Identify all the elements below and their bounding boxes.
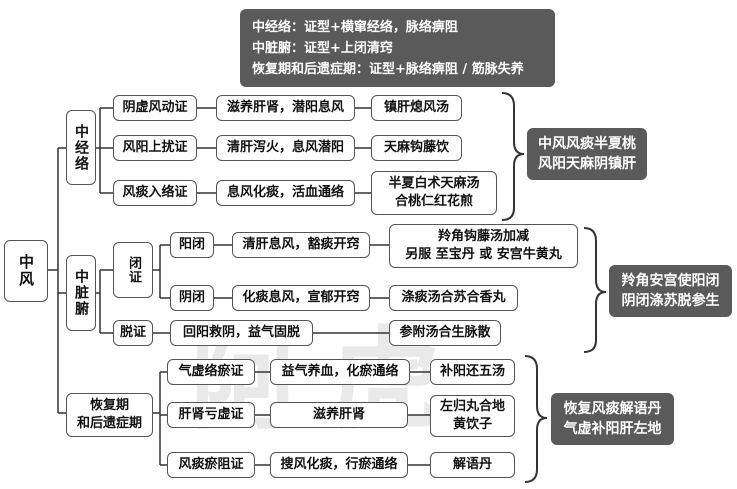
treatment-box: 搜风化痰，行瘀通络 — [270, 452, 408, 478]
syndrome-box: 风痰瘀阻证 — [167, 452, 255, 478]
note-line: 中脏腑：证型+上闭清窍 — [252, 40, 393, 56]
treatment-box: 回阳救阴，益气固脱 — [170, 320, 313, 346]
treatment-box: 化痰息风，宣郁开窍 — [232, 285, 370, 311]
treatment-box: 清肝泻火，息风潜阳 — [216, 135, 355, 161]
branch-zangfu: 中脏腑 — [66, 255, 96, 331]
syndrome-box: 气虚络瘀证 — [167, 359, 255, 385]
mnemonic-box: 恢复风痰解语丹 气虚补阳肝左地 — [551, 393, 674, 445]
root-node: 中风 — [4, 240, 48, 302]
formula-box: 镇肝熄风汤 — [371, 95, 462, 121]
treatment-box: 益气养血，化瘀通络 — [270, 359, 410, 385]
treatment-box: 息风化痰，活血通络 — [216, 180, 355, 206]
syndrome-box: 风痰入络证 — [113, 180, 197, 206]
branch-recovery: 恢复期 和后遗症期 — [66, 393, 153, 437]
collapse-syndrome-node: 脱证 — [113, 320, 153, 346]
formula-box: 参附汤合生脉散 — [389, 320, 501, 346]
mnemonic-box: 中风风痰半夏桃 风阳天麻阴镇肝 — [527, 128, 647, 180]
syndrome-box: 阳闭 — [170, 232, 214, 258]
formula-box: 天麻钩藤饮 — [371, 135, 462, 161]
group-bracket — [583, 227, 607, 353]
syndrome-box: 阴虚风动证 — [113, 95, 197, 121]
group-bracket — [501, 92, 525, 221]
treatment-box: 清肝息风，豁痰开窍 — [232, 232, 370, 258]
treatment-box: 滋养肝肾 — [270, 402, 408, 428]
syndrome-box: 风阳上扰证 — [113, 135, 197, 161]
syndrome-box: 肝肾亏虚证 — [167, 402, 255, 428]
mnemonic-box: 羚角安宫使阳闭 阴闭涤苏脱参生 — [609, 265, 732, 317]
note-line: 中经络：证型+横窜经络，脉络痹阻 — [252, 19, 458, 35]
treatment-box: 滋养肝肾，潜阳息风 — [216, 95, 355, 121]
group-bracket — [524, 355, 548, 483]
formula-box: 羚角钩藤汤加减 另服 至宝丹 或 安宫牛黄丸 — [389, 224, 578, 268]
summary-note: 中经络：证型+横窜经络，脉络痹阻 中脏腑：证型+上闭清窍 恢复期和后遗症期：证型… — [240, 9, 555, 87]
note-line: 恢复期和后遗症期：证型+脉络痹阻 / 筋脉失养 — [252, 61, 524, 77]
syndrome-box: 阴闭 — [170, 285, 214, 311]
formula-box: 左归丸合地 黄饮子 — [430, 395, 515, 437]
formula-box: 半夏白术天麻汤 合桃仁红花煎 — [371, 171, 497, 215]
closed-syndrome-node: 闭证 — [113, 242, 153, 298]
formula-box: 涤痰汤合苏合香丸 — [389, 285, 518, 311]
formula-box: 补阳还五汤 — [430, 359, 515, 385]
formula-box: 解语丹 — [430, 452, 515, 478]
branch-jingluo: 中经络 — [66, 110, 96, 185]
